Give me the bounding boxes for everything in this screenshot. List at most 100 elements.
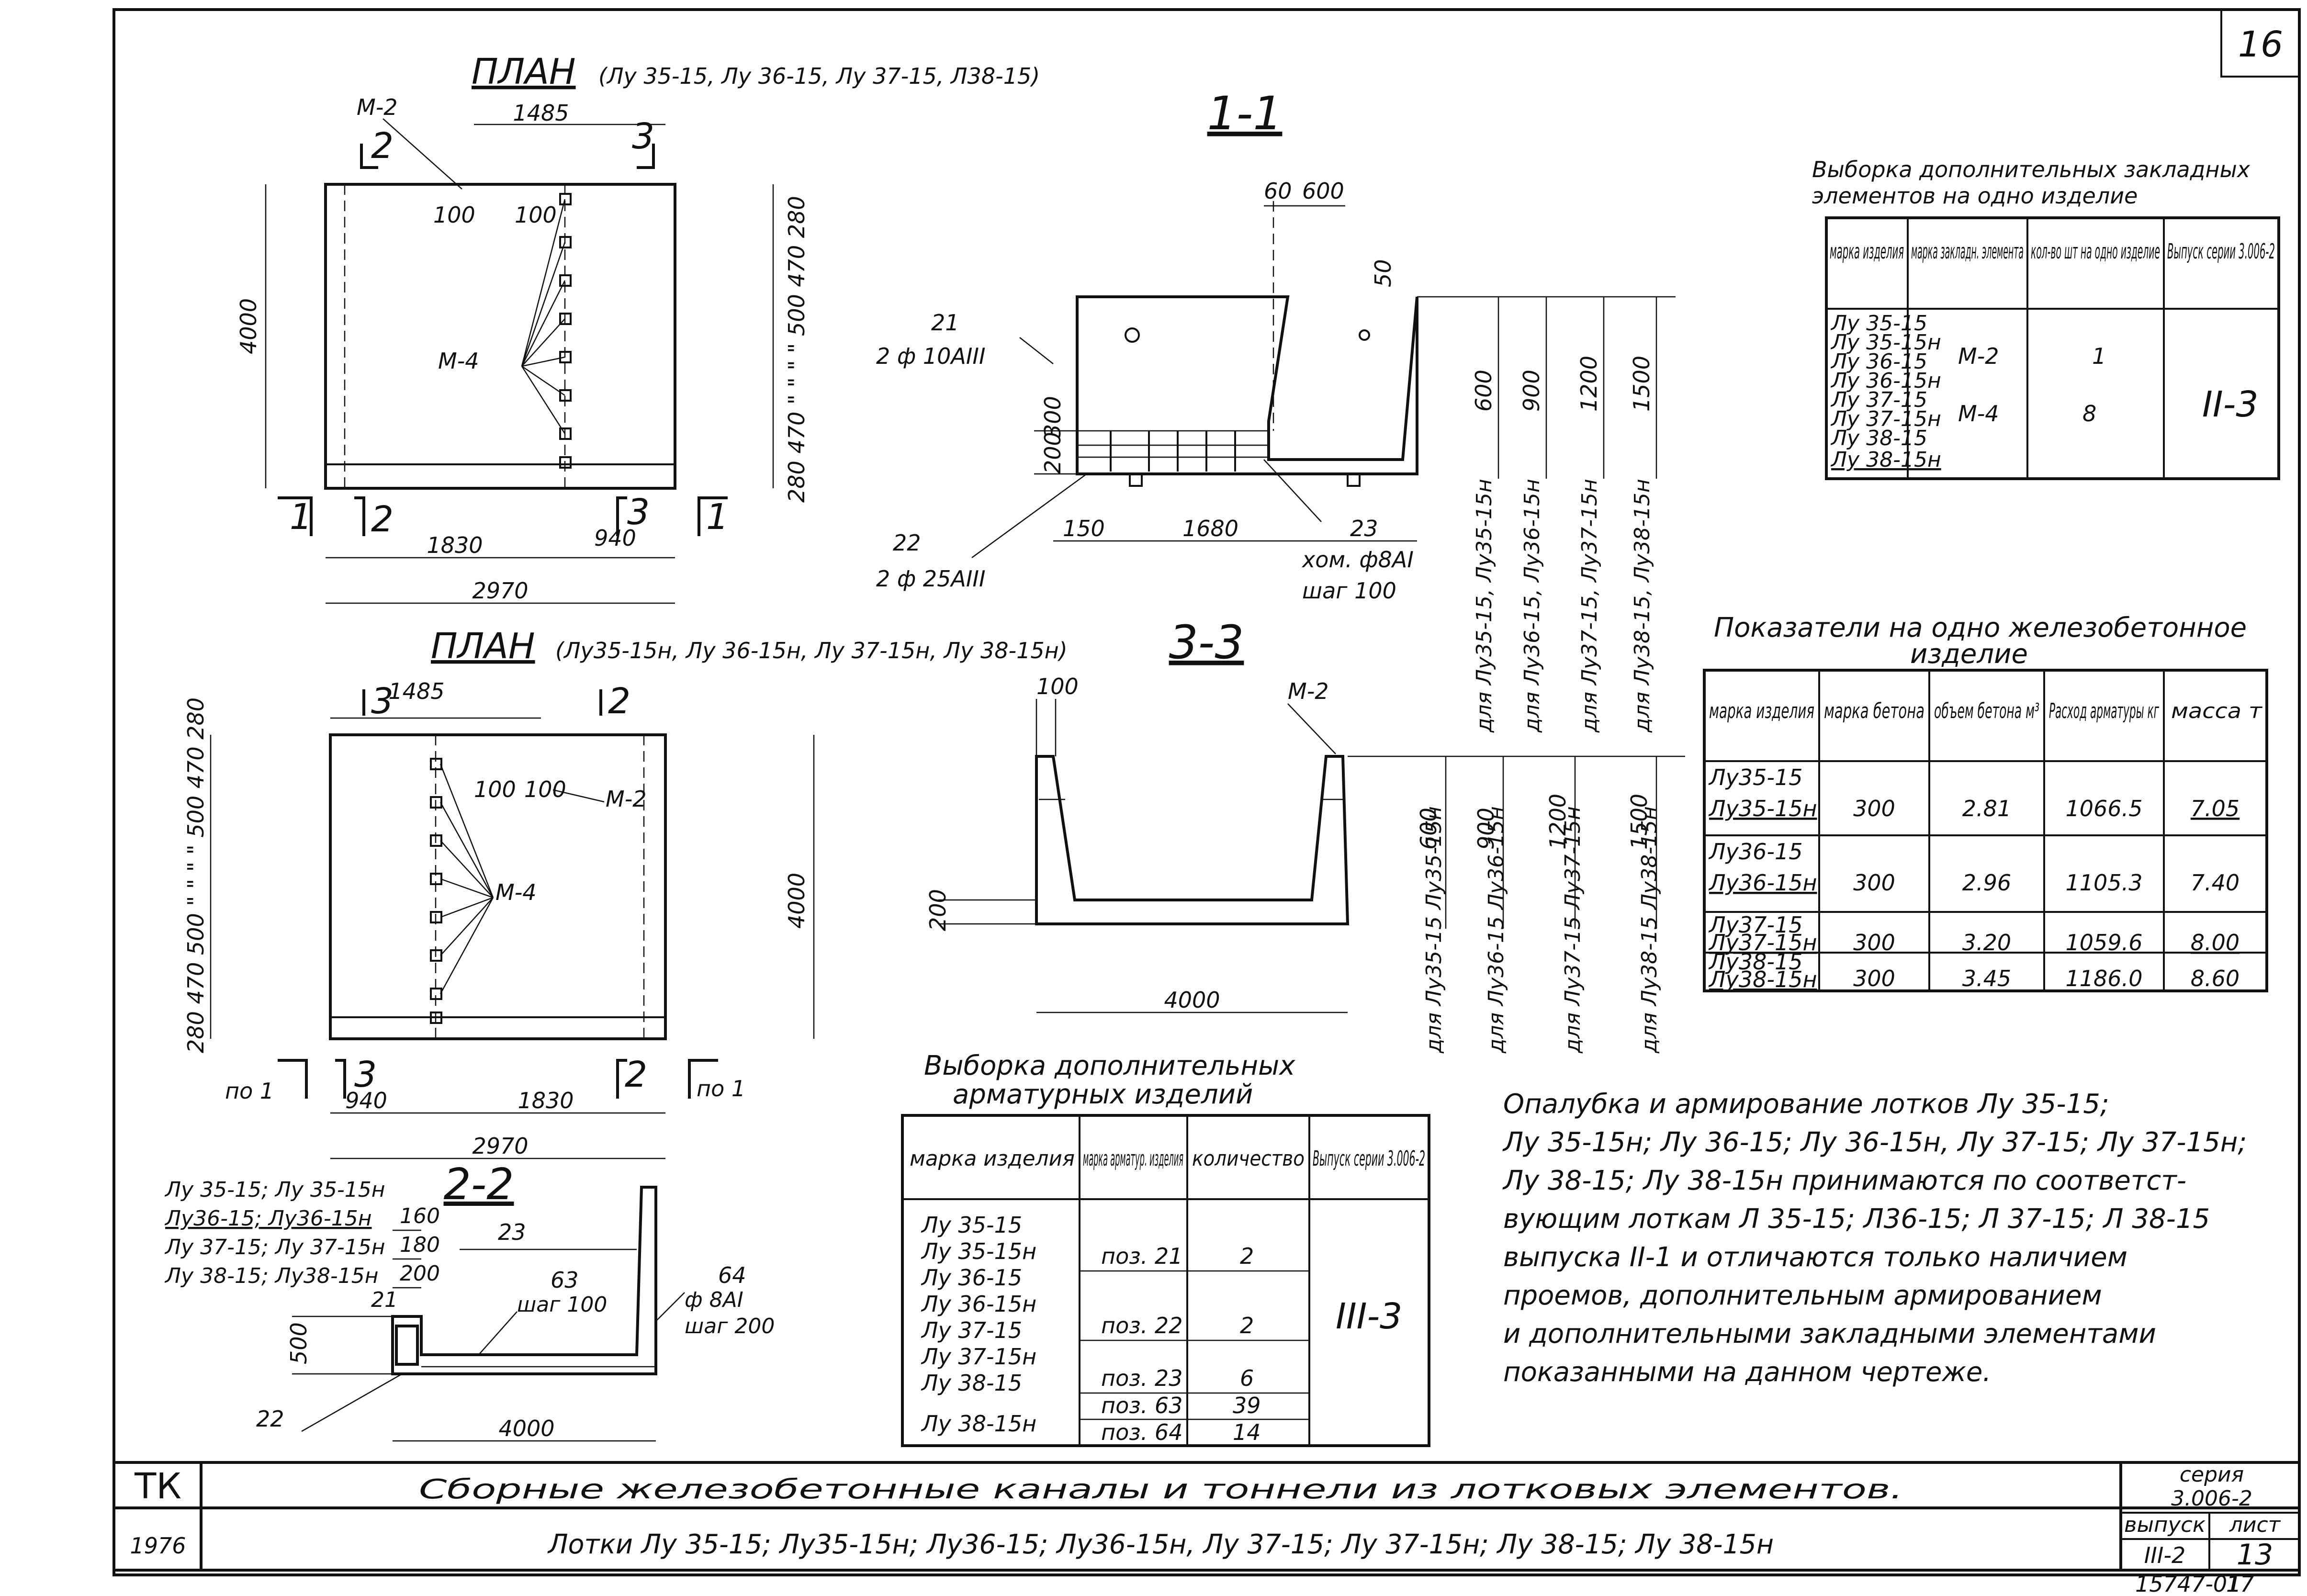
ind-r2-mark1: Лу36-15 [1708,839,1802,865]
plan-2-dim-100b: 100 [524,776,566,802]
note-line-3: Лу 38-15; Лу 38-15н принимаются по соотв… [1502,1165,2186,1196]
section-2-2-dim-4000: 4000 [498,1416,554,1441]
embed-table-mark-2: Лу 35-15н [1830,330,1941,355]
section-2-2-pos64: 64 [718,1262,746,1288]
plan-2-dim-100a: 100 [474,776,516,802]
plan-2-dim-1485: 1485 [388,678,444,704]
section-2-2-dim-500: 500 [286,1322,312,1364]
embed-table-mark-1: Лу 35-15 [1830,311,1927,336]
plan-2-sec3-bottom: 3 [354,1054,377,1095]
indicators-h5: масса т [2171,699,2262,723]
ind-r3-volumeb: 3.20 [1962,930,2011,955]
title-block-issue-label: выпуск [2124,1513,2206,1537]
title-block-series: 3.006-2 [2171,1486,2252,1511]
ind-r1-volume: 2.81 [1962,796,2011,821]
plan-1-dim-100a: 100 [433,202,475,228]
rebar-h3: количество [1192,1146,1305,1171]
rebar-pos-5: поз. 64 [1101,1419,1182,1445]
embed-table-mark-6: Лу 37-15н [1830,407,1941,431]
stamp-bottom-right: 17 [2226,1571,2254,1596]
ind-r2-steel: 1105.3 [2066,870,2143,896]
plan-2-embed-marks [430,758,442,1024]
section-1-1-pos22-spec: 2 ф 25АIII [876,566,986,592]
ind-r1-steel: 1066.5 [2066,796,2143,821]
section-2-2-val-4: 200 [400,1261,440,1286]
rebar-qty-4: 39 [1233,1393,1261,1418]
section-1-1-for-37: для Лу37-15, Лу37-15н [1577,479,1602,733]
section-1-1-h600: 600 [1471,370,1497,412]
section-1-1-for-36: для Лу36-15, Лу36-15н [1520,479,1544,733]
note-line-5: выпуска II-1 и отличаются только наличие… [1503,1242,2127,1273]
ind-r4-mark1: Лу38-15 [1708,949,1802,975]
embed-table-h1: марка изделия [1830,239,1904,264]
indicators-h3: объем бетона м³ [1934,699,2039,723]
rebar-mark-5: Лу 37-15 [921,1317,1022,1343]
stamp-bottom: 15747-01 [2135,1571,2241,1596]
section-2-2-pos23: 23 [498,1219,526,1245]
plan-2-m2-label: М-2 [606,786,647,812]
plan-1-sec3-top: 3 [632,116,654,157]
rebar-qty-5: 14 [1233,1419,1261,1445]
section-2-2-pos63: 63 [551,1267,579,1293]
section-2-2-title: 2-2 [444,1159,514,1210]
ind-r3-massb: 8.00 [2191,930,2239,955]
section-1-1-h900: 900 [1519,370,1544,412]
section-1-1-pos22: 22 [893,530,921,556]
section-1-1-pos23: 23 [1350,516,1378,541]
section-2-2-row-3: Лу 37-15; Лу 37-15н [164,1235,385,1259]
ind-r3-mark1b: Лу37-15 [1708,912,1802,938]
section-1-1-h1500: 1500 [1629,356,1654,412]
plan-1-sec1-left: 1 [290,496,312,538]
indicators-title-1: Показатели на одно железобетонное [1714,612,2247,643]
section-2-2-val-3: 180 [400,1233,440,1257]
rebar-h4: Выпуск серии 3.006-2 [1313,1146,1425,1171]
section-2-2-pos21: 21 [371,1288,398,1312]
plan-1-sec2-bottom: 2 [371,499,394,540]
rebar-items-table: Выборка дополнительных арматурных издели… [901,1050,1430,1447]
ind-r1-mark2: Лу35-15н [1708,796,1817,821]
note-line-2: Лу 35-15н; Лу 36-15; Лу 36-15н, Лу 37-15… [1502,1127,2247,1158]
plan-1-sec3-bottom: 3 [627,492,650,533]
section-1-1-for-35: для Лу35-15, Лу35-15н [1472,479,1497,733]
plan-2-dim-2970: 2970 [472,1133,528,1159]
section-2-2-pos63-step: шаг 100 [517,1293,607,1317]
rebar-mark-3: Лу 36-15 [921,1265,1022,1291]
plan-2-m4-label: М-4 [495,879,537,905]
section-2-2-pos64-step: шаг 200 [685,1314,775,1338]
rebar-qty-1: 2 [1240,1243,1254,1269]
plan-1-embed-marks [559,193,572,469]
ind-r2-mark2: Лу36-15н [1708,870,1817,896]
rebar-h1: марка изделия [910,1146,1075,1171]
ind-r1-mark1: Лу35-15 [1708,764,1802,790]
plan-2-section-marks [278,689,718,1099]
ind-r4-mass: 8.60 [2191,966,2239,991]
note-line-8: показанными на данном чертеже. [1503,1357,1991,1388]
ind-r3-concreteb: 300 [1853,930,1895,955]
indicators-table-rows-3-4: Лу37-15 Лу37-15н 300 3.20 1059.6 8.00 Лу… [1704,912,2267,992]
plan-2-dim-940: 940 [345,1088,387,1113]
rebar-mark-6: Лу 37-15н [921,1344,1036,1370]
plan-2: ПЛАН (Лу35-15н, Лу 36-15н, Лу 37-15н, Лу… [183,626,1068,1159]
plan-2-sec2-top: 2 [608,681,630,722]
general-note: Опалубка и армирование лотков Лу 35-15; … [1502,1089,2247,1388]
section-1-1-h1200: 1200 [1576,356,1602,412]
embed-table-title-2: элементов на одно изделие [1812,183,2138,209]
title-block-issue: III-2 [2144,1542,2186,1568]
section-1-1-dim-150: 150 [1063,516,1105,541]
plan-2-title: ПЛАН [431,626,535,667]
section-3-3-outline [1035,755,1350,925]
embed-table-mark-5: Лу 37-15 [1830,388,1927,412]
section-3-3-for-36: для Лу36-15 Лу36-15н [1484,806,1508,1054]
embed-table-issue: II-3 [2202,384,2258,425]
ind-r1-mass: 7.05 [2191,796,2239,821]
note-line-1: Опалубка и армирование лотков Лу 35-15; [1503,1089,2109,1120]
plan-1-dim-100b: 100 [515,202,557,228]
ind-r3-mark2b: Лу37-15н [1708,930,1817,955]
plan-1-outline [324,183,676,490]
title-block-year: 1976 [130,1533,186,1559]
rebar-pos-3: поз. 23 [1101,1365,1182,1391]
rebar-mark-4: Лу 36-15н [921,1291,1036,1317]
rebar-pos-2: поз. 22 [1101,1313,1182,1338]
section-2-2-pos64-spec: ф 8АI [685,1288,743,1312]
